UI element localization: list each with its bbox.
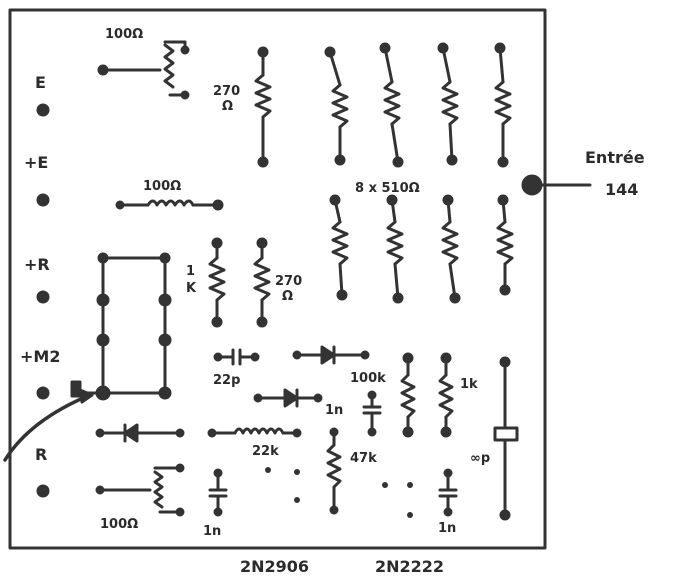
capacitor-22p (213, 348, 260, 366)
resistor-row-bottom (329, 194, 514, 304)
resistor-row-top (324, 42, 512, 168)
component-labels: 100Ω 270 Ω 100Ω 8 x 510Ω Entrée 144 1 K … (100, 27, 645, 539)
terminal-labels: E +E +R +M2 R (20, 73, 60, 464)
label-270-a-1: 270 (213, 84, 240, 99)
label-22k: 22k (252, 444, 279, 459)
terminal-label-plus-e: +E (24, 153, 48, 172)
resistor-1k-left (208, 237, 226, 328)
label-270-b-1: 270 (275, 274, 302, 289)
label-entry-1: Entrée (585, 148, 645, 167)
resistor-270-bottom (253, 237, 271, 328)
trimmer-capacitor (493, 356, 519, 521)
label-1n-left: 1n (203, 524, 221, 539)
resistor-100-middle (115, 199, 224, 211)
label-entry-2: 144 (605, 180, 638, 199)
board-outline (8, 8, 547, 550)
label-1n-mid: 1n (325, 403, 343, 418)
diode-upper (292, 345, 370, 365)
label-res-array: 8 x 510Ω (355, 181, 420, 196)
label-100-mid: 100Ω (143, 179, 181, 194)
label-47k: 47k (350, 451, 377, 466)
label-pot-bottom: 100Ω (100, 517, 138, 532)
diode-lower (95, 423, 185, 443)
transistor-labels: 2N2906 2N2222 (240, 557, 444, 576)
capacitor-1n-right (438, 468, 458, 517)
label-trim-cap: ∞p (470, 451, 490, 466)
resistor-22k (207, 427, 302, 438)
transistor-pads (265, 467, 413, 518)
label-1k-right: 1k (460, 377, 478, 392)
terminal-label-plus-m: +M2 (20, 347, 60, 366)
resistor-270-top (254, 46, 272, 168)
label-270-b-2: Ω (282, 289, 293, 304)
transistor-label-right: 2N2222 (375, 557, 444, 576)
terminal-pads (36, 103, 50, 498)
label-1k-2: K (186, 281, 197, 296)
diode-middle (253, 388, 323, 408)
potentiometer-top (97, 40, 190, 100)
transistor-pad-frame (70, 252, 172, 401)
terminal-label-plus-r: +R (24, 255, 50, 274)
capacitor-1n-middle (362, 390, 382, 437)
label-270-a-2: Ω (222, 99, 233, 114)
entry-terminal (521, 174, 592, 196)
resistor-47k (326, 427, 342, 515)
label-22p: 22p (213, 373, 240, 388)
label-pot-top: 100Ω (105, 27, 143, 42)
label-1n-right: 1n (438, 521, 456, 536)
transistor-label-left: 2N2906 (240, 557, 309, 576)
label-100k: 100k (350, 371, 386, 386)
capacitor-1n-left (208, 468, 228, 517)
pointer-arrow (3, 393, 92, 462)
label-1k-1: 1 (186, 264, 195, 279)
potentiometer-bottom (95, 463, 185, 517)
terminal-label-r: R (35, 445, 47, 464)
resistor-1k-right (438, 352, 454, 438)
resistor-100k (400, 352, 416, 438)
terminal-label-e: E (35, 73, 46, 92)
